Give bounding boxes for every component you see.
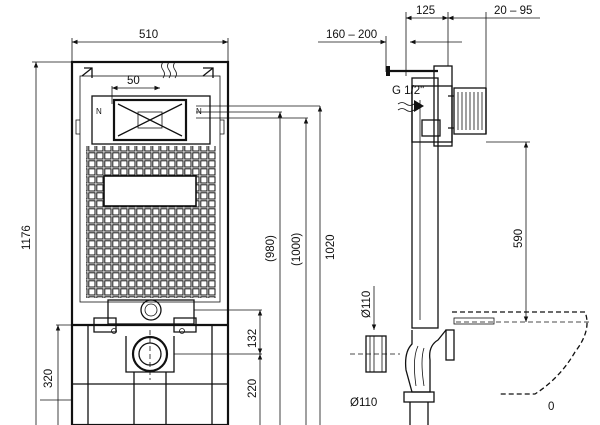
zero-label: 0 — [548, 401, 554, 413]
bend-flange — [445, 329, 455, 361]
bend-pipe-inner — [414, 345, 425, 387]
tile-grid — [86, 146, 216, 298]
dim-510-label: 510 — [139, 29, 158, 41]
n-mark-right: N — [196, 107, 202, 116]
flush-ribs — [457, 92, 483, 130]
flush-plate-edge — [448, 88, 487, 134]
side-bracket-right — [220, 119, 225, 135]
frame-inner — [79, 75, 221, 303]
n-mark-left: N — [96, 107, 102, 116]
dim-50-label: 50 — [127, 75, 140, 87]
bolt-left — [111, 328, 117, 334]
bend-pipe — [404, 329, 447, 393]
inspection-opening — [103, 175, 197, 207]
water-arrow-head — [414, 100, 424, 112]
bolt-right — [179, 328, 185, 334]
bowl-bolt — [453, 317, 495, 325]
side-bracket-left — [75, 119, 80, 135]
dim-320-label: 320 — [43, 369, 55, 388]
inlet-cap — [386, 66, 390, 76]
bolt-bracket-right — [173, 317, 197, 333]
dim-125-label: 125 — [416, 5, 435, 17]
cistern-center — [137, 111, 163, 129]
dim-980-label: (980) — [265, 235, 277, 262]
flow-symbol — [161, 61, 177, 79]
cistern-panel — [112, 98, 188, 142]
wc-bowl — [452, 311, 588, 395]
dim-590-label: 590 — [513, 229, 525, 248]
cistern-cross — [117, 103, 183, 137]
side-valve — [421, 119, 441, 137]
thread-label: G 1/2" — [392, 85, 424, 97]
dim-220-label: 220 — [247, 379, 259, 398]
flush-connector-inner — [144, 303, 158, 317]
top-bracket-left — [81, 67, 93, 78]
top-bracket-right — [202, 67, 214, 78]
pipe-bottom — [403, 391, 435, 403]
dim-2095-label: 20 – 95 — [494, 5, 532, 17]
dim-110-bottom-label: Ø110 — [350, 397, 377, 409]
dim-1176-label: 1176 — [21, 225, 33, 250]
dim-1000-label: (1000) — [291, 233, 303, 266]
dim-1020-label: 1020 — [325, 234, 337, 260]
side-cistern-box — [433, 65, 453, 147]
dim-110-top-label: Ø110 — [361, 291, 373, 318]
stand-support — [133, 372, 167, 425]
flush-connector — [140, 299, 162, 321]
cistern-box — [91, 95, 211, 145]
side-frame — [411, 77, 439, 329]
dim-160200-label: 160 – 200 — [326, 29, 377, 41]
front-view: N N 50 — [21, 29, 337, 425]
side-view: 125 20 – 95 160 – 200 G 1/2" 590 — [318, 5, 590, 425]
dim-132-label: 132 — [247, 329, 259, 348]
water-arrow — [397, 102, 415, 112]
frame-outline — [70, 60, 230, 425]
